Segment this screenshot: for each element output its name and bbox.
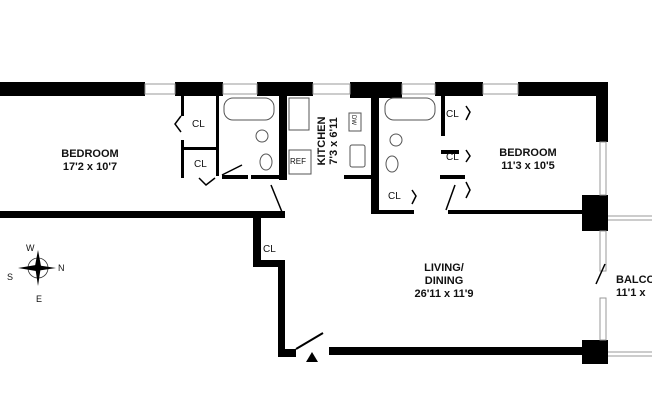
room-size: 26'11 x 11'9 bbox=[414, 288, 474, 300]
closet-label: CL bbox=[263, 244, 276, 255]
bedroom-left-label: BEDROOM 17'2 x 10'7 bbox=[50, 148, 130, 174]
walls bbox=[0, 82, 608, 364]
refrigerator-icon bbox=[288, 149, 312, 175]
closet-label: CL bbox=[194, 159, 207, 170]
toilet-right-icon bbox=[389, 133, 403, 147]
kitchen-label: KITCHEN 7'3 x 6'11 bbox=[316, 101, 342, 181]
room-name: BEDROOM bbox=[61, 148, 119, 160]
compass-west: W bbox=[26, 243, 35, 253]
closet-label: CL bbox=[446, 152, 459, 163]
sink-left-icon bbox=[259, 153, 273, 171]
refrigerator-label: REF bbox=[290, 157, 306, 166]
toilet-left-icon bbox=[255, 129, 269, 143]
doors bbox=[174, 105, 606, 350]
kitchen-sink-icon bbox=[349, 144, 366, 168]
living-dining-label: LIVING/ DINING 26'11 x 11'9 bbox=[404, 262, 484, 301]
compass-south: S bbox=[7, 272, 14, 282]
sink-right-icon bbox=[385, 155, 399, 173]
room-size: 17'2 x 10'7 bbox=[62, 161, 118, 173]
bathtub-right-icon bbox=[384, 97, 436, 121]
room-size: 11'3 x 10'5 bbox=[501, 160, 555, 172]
bathtub-left-icon bbox=[223, 97, 275, 121]
balcony-label: BALCONY 11'1 x bbox=[616, 274, 652, 300]
compass-icon bbox=[18, 250, 56, 286]
closet-label: CL bbox=[192, 119, 205, 130]
stove-icon bbox=[288, 97, 310, 131]
room-name: BEDROOM bbox=[499, 147, 557, 159]
compass-north: N bbox=[58, 263, 65, 273]
compass-east: E bbox=[36, 294, 43, 304]
dishwasher-label: DW bbox=[350, 115, 356, 125]
room-name: BALCONY bbox=[616, 274, 652, 286]
room-name-line1: LIVING/ bbox=[424, 262, 464, 274]
fixtures bbox=[223, 97, 436, 175]
room-size: 7'3 x 6'11 bbox=[328, 117, 340, 165]
entry-arrow-icon bbox=[306, 352, 318, 362]
dishwasher-icon bbox=[348, 112, 362, 132]
room-name: KITCHEN bbox=[316, 116, 328, 166]
closet-label: CL bbox=[388, 191, 401, 202]
bedroom-right-label: BEDROOM 11'3 x 10'5 bbox=[488, 147, 568, 173]
room-name-line2: DINING bbox=[424, 275, 464, 287]
room-size: 11'1 x bbox=[616, 287, 646, 299]
closet-label: CL bbox=[446, 109, 459, 120]
windows bbox=[144, 83, 652, 357]
